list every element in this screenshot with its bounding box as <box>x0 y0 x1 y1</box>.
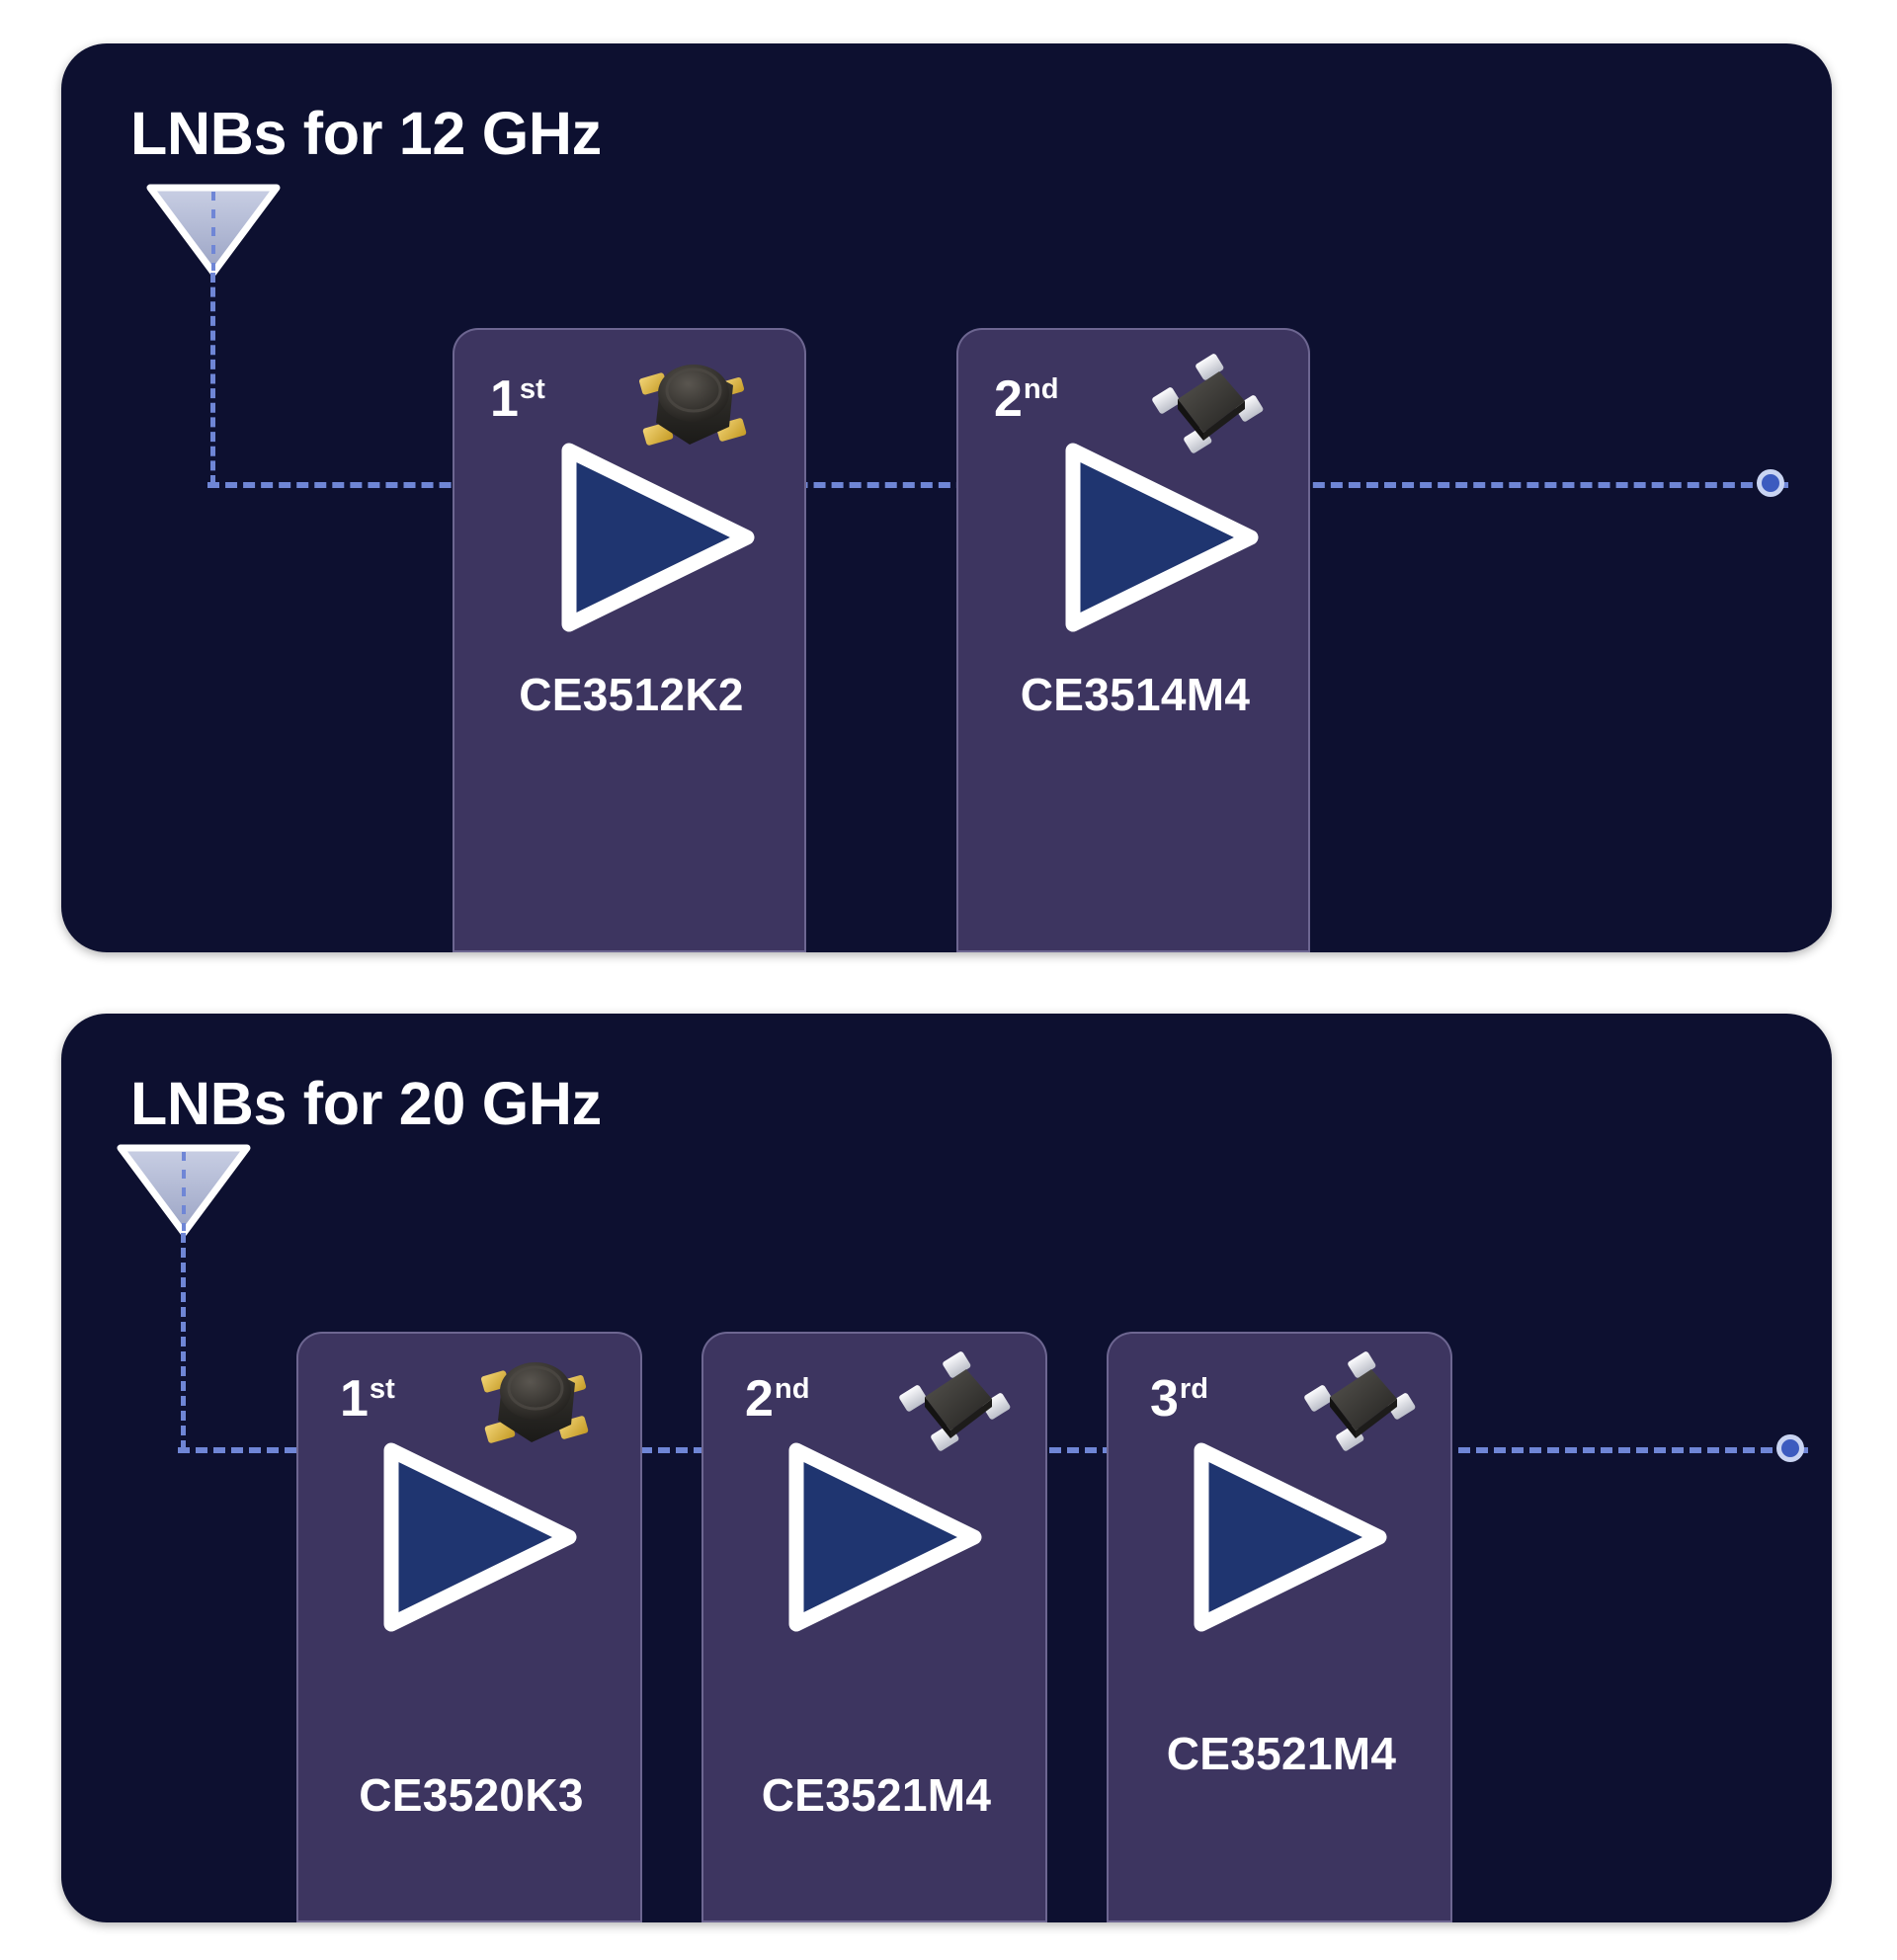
panel-title: LNBs for 12 GHz <box>130 100 602 167</box>
sot-package-silver-leads-icon <box>889 1348 1018 1458</box>
stage-card[interactable]: 2nd <box>701 1332 1047 1922</box>
stage-ordinal-number: 2 <box>994 370 1023 428</box>
signal-output-terminal <box>1757 469 1784 497</box>
ceramic-package-gold-leads-icon <box>622 350 761 458</box>
stage-ordinal: 2nd <box>745 1373 809 1425</box>
stage-card[interactable]: 2nd <box>956 328 1310 952</box>
stage-ordinal-suffix: nd <box>1023 372 1059 405</box>
stage-ordinal-number: 1 <box>340 1370 369 1428</box>
stage-ordinal: 1st <box>490 373 545 425</box>
sot-package-silver-leads-icon <box>1294 1348 1423 1458</box>
stage-part-number: CE3514M4 <box>1020 669 1251 720</box>
stage-ordinal-suffix: rd <box>1179 1372 1209 1405</box>
antenna-horn-icon <box>115 1142 253 1237</box>
stage-card[interactable]: 3rd <box>1107 1332 1452 1922</box>
stage-card[interactable]: 1st <box>296 1332 642 1922</box>
amplifier-triangle-icon <box>553 441 759 634</box>
amplifier-triangle-icon <box>1057 441 1263 634</box>
signal-trunk-vertical <box>181 1233 186 1450</box>
stage-ordinal-suffix: st <box>519 372 545 405</box>
stage-ordinal: 3rd <box>1150 1373 1208 1425</box>
signal-output-terminal <box>1776 1434 1804 1462</box>
stage-part-number: CE3520K3 <box>359 1769 584 1821</box>
stage-ordinal-number: 1 <box>490 370 519 428</box>
stage-ordinal: 2nd <box>994 373 1058 425</box>
antenna-horn-icon <box>144 182 283 277</box>
sot-package-silver-leads-icon <box>1142 350 1271 460</box>
panel-lnb-12ghz: LNBs for 12 GHz 1st <box>61 43 1832 952</box>
stage-part-number: CE3512K2 <box>519 669 744 720</box>
amplifier-triangle-icon <box>1186 1440 1391 1634</box>
stage-part-number: CE3521M4 <box>761 1769 992 1821</box>
stage-ordinal-suffix: st <box>369 1372 395 1405</box>
amplifier-triangle-icon <box>375 1440 581 1634</box>
panel-lnb-20ghz: LNBs for 20 GHz 1st <box>61 1014 1832 1922</box>
ceramic-package-gold-leads-icon <box>464 1348 603 1456</box>
panel-title: LNBs for 20 GHz <box>130 1070 602 1137</box>
signal-trunk-vertical <box>210 273 215 485</box>
stage-ordinal-number: 3 <box>1150 1370 1179 1428</box>
stage-ordinal-number: 2 <box>745 1370 774 1428</box>
stage-ordinal-suffix: nd <box>774 1372 810 1405</box>
stage-card[interactable]: 1st <box>453 328 806 952</box>
stage-part-number: CE3521M4 <box>1166 1728 1397 1779</box>
amplifier-triangle-icon <box>781 1440 986 1634</box>
stage-ordinal: 1st <box>340 1373 395 1425</box>
